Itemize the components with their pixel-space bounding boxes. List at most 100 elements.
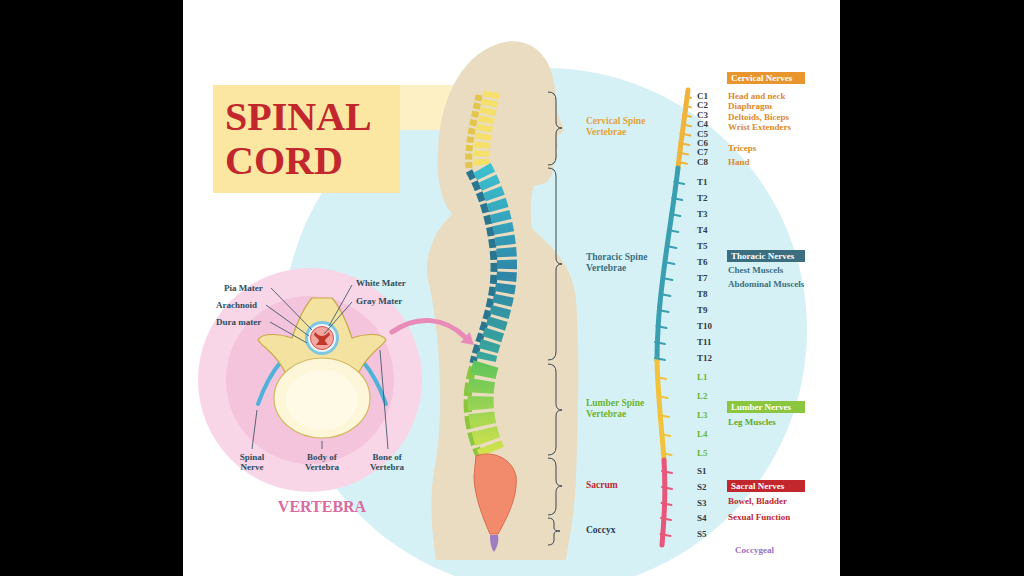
nerve-tick: [656, 377, 671, 455]
nerve-number: T4: [697, 225, 708, 235]
nerve-tick: [657, 326, 667, 328]
nerve-number: L5: [697, 448, 708, 458]
leader-line: [252, 410, 257, 449]
part-label: Arachnoid: [216, 300, 257, 310]
nerve-tick: [668, 230, 678, 232]
part-label: White Mater: [356, 278, 406, 288]
nerve-tick: [679, 143, 689, 145]
nerve-tick: [664, 262, 674, 264]
nerve-number: S5: [697, 529, 707, 539]
nerve-number: S4: [697, 513, 707, 523]
part-label: Body of Vertebra: [298, 452, 346, 472]
nerve-tick: [662, 278, 672, 280]
nerve-function: Wrist Extenders: [728, 122, 791, 132]
thoracic-vertebrae: [482, 168, 507, 360]
nerve-tick: [684, 105, 691, 107]
nerve-tick: [655, 342, 665, 344]
nerve-number: L1: [697, 372, 708, 382]
nerve-number: C3: [697, 110, 708, 120]
nerve-tick: [672, 198, 682, 200]
region-bracket: [548, 458, 562, 515]
part-label: Spinal Nerve: [230, 452, 274, 472]
region-label: Lumber Spine Vertebrae: [586, 398, 660, 420]
nerve-tick: [662, 453, 672, 455]
nerve-group-header: Sacral Nerves: [727, 480, 805, 492]
nerve-tick: [661, 534, 671, 536]
header-text: Cervical Nerves: [731, 73, 792, 83]
title-panel: SPINAL CORD: [213, 85, 400, 193]
part-label: Dura mater: [216, 317, 261, 327]
nerve-tick: [658, 396, 668, 398]
part-label: Pia Mater: [224, 283, 263, 293]
gray-matter: [314, 332, 330, 345]
sacrum-bone: [474, 454, 516, 534]
part-label: Bone of Vertebra: [362, 452, 412, 472]
nerve-number: C5: [697, 129, 708, 139]
nerve-tick: [681, 134, 691, 136]
nerve-number: L3: [697, 410, 708, 420]
nerve-number: T3: [697, 209, 708, 219]
leader-line: [252, 285, 388, 449]
header-text: Lumber Nerves: [731, 402, 791, 412]
nerve-number: T7: [697, 273, 708, 283]
nerve-number: T12: [697, 353, 712, 363]
nerve-number: L2: [697, 391, 708, 401]
nerve-number: C2: [697, 100, 708, 110]
part-label: Gray Mater: [356, 296, 402, 306]
body-silhouette: [427, 41, 578, 560]
dura-layer: [305, 321, 339, 355]
nerve-tick: [659, 310, 669, 312]
pointer-arrow: [461, 332, 475, 345]
nerve-number: S2: [697, 482, 707, 492]
nerve-tick: [677, 96, 691, 164]
nerve-tick: [662, 487, 672, 489]
nerve-function: Chest Muscels: [728, 265, 783, 275]
nerve-number: T9: [697, 305, 708, 315]
nerve-number: Coccygeal: [735, 545, 774, 555]
region-label: Sacrum: [586, 480, 618, 491]
header-text: Sacral Nerves: [731, 481, 784, 491]
nerve-number: S3: [697, 498, 707, 508]
nerve-number: T1: [697, 177, 708, 187]
nerve-tick: [686, 96, 692, 98]
white-ground: [183, 0, 840, 576]
nerve-function: Hand: [728, 157, 750, 167]
nerve-number: T6: [697, 257, 708, 267]
vertebra-body: [274, 358, 370, 438]
nerve-number: T2: [697, 193, 708, 203]
leader-line: [380, 350, 388, 449]
nerve-number: T5: [697, 241, 708, 251]
spinal-cord: [657, 360, 664, 460]
leader-line: [270, 322, 307, 343]
arachnoid-layer: [308, 324, 336, 352]
nerve-tick: [674, 182, 684, 184]
nerve-tick: [656, 377, 666, 379]
pointer-arrow: [392, 320, 474, 345]
inset-title: VERTEBRA: [252, 498, 392, 516]
nerve-tick: [666, 246, 676, 248]
nerve-tick: [660, 434, 670, 436]
nerve-tick: [662, 471, 672, 473]
nerve-function: Abdominal Muscels: [728, 279, 804, 289]
region-bracket: [548, 364, 562, 455]
region-bracket: [548, 92, 562, 165]
spinal-cord: [657, 90, 688, 545]
region-bracket: [548, 518, 560, 545]
leader-line: [266, 305, 309, 336]
nerve-number: C6: [697, 138, 708, 148]
nerve-tick: [670, 214, 680, 216]
nerve-number: T11: [697, 337, 712, 347]
nerve-number: T10: [697, 321, 712, 331]
nerve-tick: [661, 471, 673, 536]
white-matter: [311, 327, 334, 350]
nerve-function: Head and neck: [728, 91, 786, 101]
nerve-function: Leg Muscles: [728, 417, 776, 427]
nerve-number: C8: [697, 157, 708, 167]
nerve-number: C1: [697, 91, 708, 101]
spinal-cord: [657, 168, 678, 360]
region-bracket: [548, 92, 562, 545]
nerve-number: L4: [697, 429, 708, 439]
